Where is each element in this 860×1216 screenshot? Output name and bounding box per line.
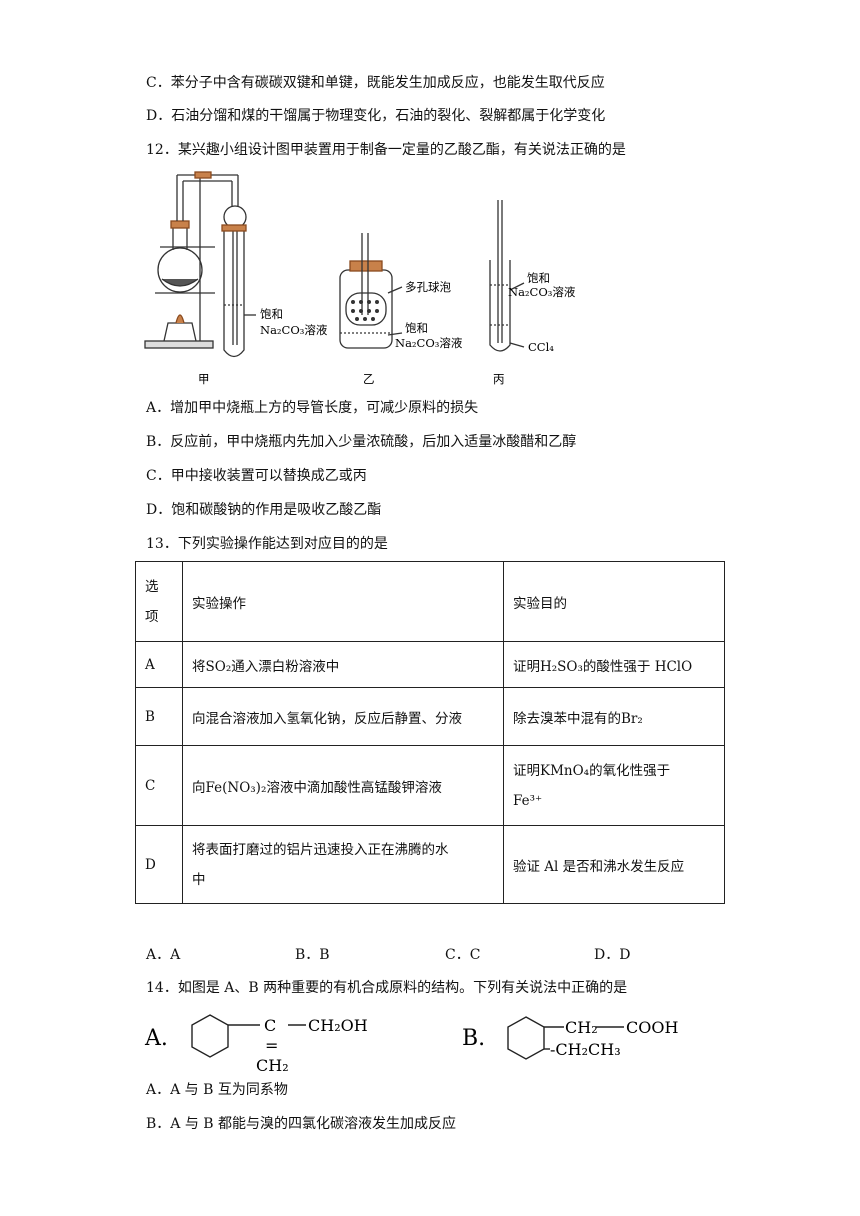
bing-ccl4-label: CCl₄: [528, 340, 554, 354]
table-row: B 向混合溶液加入氢氧化钠，反应后静置、分液 除去溴苯中混有的Br₂: [135, 687, 725, 746]
q13-choice-d: D．D: [594, 947, 631, 963]
q12-option-c: C．甲中接收装置可以替换成乙或丙: [146, 468, 367, 484]
label-jia: 甲: [198, 372, 210, 386]
jia-na2co3-label: Na₂CO₃溶液: [260, 323, 328, 337]
yi-saturated-label: 饱和: [405, 321, 428, 335]
yi-na2co3-label: Na₂CO₃溶液: [395, 336, 463, 350]
svg-text:CH₂: CH₂: [565, 1018, 598, 1037]
structure-b-label: B.: [462, 1026, 485, 1051]
header-option: 选项: [135, 561, 183, 642]
q12-option-d: D．饱和碳酸钠的作用是吸收乙酸乙酯: [146, 502, 382, 518]
q13-choice-c: C．C: [445, 947, 481, 963]
label-yi: 乙: [363, 372, 375, 386]
q11-option-c: C．苯分子中含有碳碳双键和单键，既能发生加成反应，也能发生取代反应: [146, 75, 605, 91]
apparatus-figure: 饱和 Na₂CO₃溶液 多孔球泡 饱和 Na₂CO₃溶液 饱和 Na₂CO₃溶液…: [144, 171, 576, 386]
table-row: D 将表面打磨过的铝片迅速投入正在沸腾的水中 验证 Al 是否和沸水发生反应: [135, 825, 725, 904]
jia-saturated-label: 饱和: [260, 307, 283, 321]
label-bing: 丙: [493, 372, 505, 386]
table-row: A 将SO₂通入漂白粉溶液中 证明H₂SO₃的酸性强于 HClO: [135, 641, 725, 688]
structures-figure: A. C = CH₂ CH₂OH B. CH₂ COOH -CH₂CH₃: [144, 1014, 678, 1075]
q13-choice-b: B．B: [295, 947, 330, 963]
header-purpose: 实验目的: [503, 561, 725, 642]
experiment-table: 选项 实验操作 实验目的 A 将SO₂通入漂白粉溶液中 证明H₂SO₃的酸性强于…: [135, 561, 725, 904]
structure-a-label: A.: [144, 1026, 168, 1051]
q14-stem: 14．如图是 A、B 两种重要的有机合成原料的结构。下列有关说法中正确的是: [146, 980, 628, 996]
svg-text:CH₂: CH₂: [256, 1056, 289, 1075]
q13-stem: 13．下列实验操作能达到对应目的的是: [146, 536, 388, 552]
svg-text:CH₂OH: CH₂OH: [308, 1016, 368, 1035]
q12-option-a: A．增加甲中烧瓶上方的导管长度，可减少原料的损失: [146, 400, 479, 416]
bing-saturated-label: 饱和: [527, 271, 550, 285]
q14-option-b: B．A 与 B 都能与溴的四氯化碳溶液发生加成反应: [146, 1116, 457, 1132]
q14-option-a: A．A 与 B 互为同系物: [146, 1082, 288, 1098]
q12-stem: 12．某兴趣小组设计图甲装置用于制备一定量的乙酸乙酯，有关说法正确的是: [146, 142, 626, 158]
svg-text:-CH₂CH₃: -CH₂CH₃: [550, 1040, 621, 1059]
bing-na2co3-label: Na₂CO₃溶液: [508, 285, 576, 299]
svg-text:C: C: [264, 1016, 276, 1035]
q11-option-d: D．石油分馏和煤的干馏属于物理变化，石油的裂化、裂解都属于化学变化: [146, 108, 606, 124]
yi-bubbler-label: 多孔球泡: [405, 280, 451, 294]
svg-text:COOH: COOH: [626, 1018, 678, 1037]
q12-option-b: B．反应前，甲中烧瓶内先加入少量浓硫酸，后加入适量冰酸醋和乙醇: [146, 434, 577, 450]
table-header-row: 选项 实验操作 实验目的: [135, 561, 725, 642]
q13-choice-a: A．A: [146, 947, 181, 963]
svg-text:=: =: [265, 1036, 278, 1055]
header-operation: 实验操作: [182, 561, 504, 642]
